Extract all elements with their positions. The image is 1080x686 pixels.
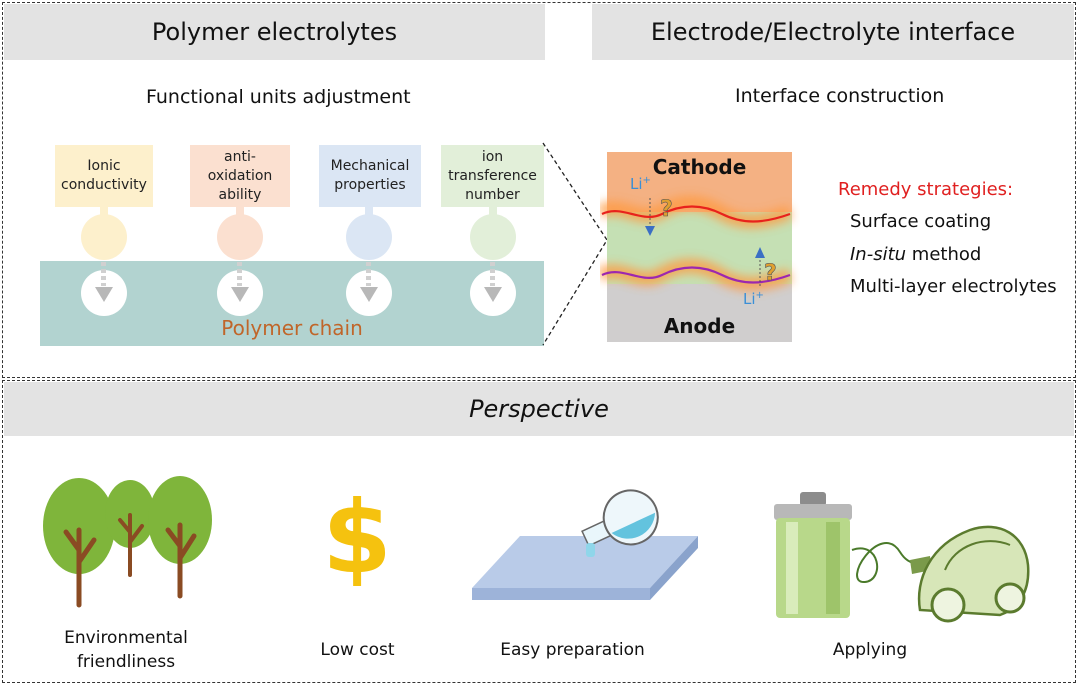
anode-layer [607,284,792,342]
unit-knob [470,214,516,260]
caption-environmental: Environmental friendliness [64,628,188,672]
perspective-header: Perspective [4,382,1074,436]
remedy-item-surface-coating: Surface coating [850,211,992,232]
li-ion-label-bottom: Li+ [743,290,764,308]
functional-units-subtitle: Functional units adjustment [146,86,411,108]
anode-interface-line [601,266,791,284]
li-text: Li [743,290,756,308]
unit-label: Mechanical properties [330,158,410,193]
remedy-strategies-title: Remedy strategies: [838,179,1014,200]
top-frame [2,2,1076,378]
svg-text:$: $ [325,486,389,586]
dashed-arrow-stem [101,262,106,286]
zoom-lines [542,142,608,346]
down-arrow-icon [484,287,502,302]
polymer-chain-label: Polymer chain [221,316,363,340]
pouring-flask-icon [472,489,698,600]
in-situ-italic: In-situ [850,244,907,265]
interface-construction-subtitle: Interface construction [735,85,945,107]
caption-applying: Applying [832,640,908,660]
unit-box-mechanical: Mechanical properties [319,145,421,207]
interface-header: Electrode/Electrolyte interface [592,4,1074,60]
trees-icon [43,476,212,608]
unit-label: ion transference number [448,148,537,203]
down-arrow-icon [360,287,378,302]
interface-title: Electrode/Electrolyte interface [650,18,1016,46]
unit-label: anti-oxidation ability [207,148,273,203]
dollar-icon: $ [325,486,389,586]
li-ion-label-top: Li+ [630,175,651,193]
unit-box-transference: ion transference number [441,145,544,207]
down-arrow-icon [231,287,249,302]
dashed-arrow-stem [366,262,371,286]
unit-knob [346,214,392,260]
unit-box-ionic-conductivity: Ionic conductivity [55,145,153,207]
remedy-item-in-situ: In-situ method [850,244,981,265]
battery-car-icon [774,492,1030,623]
caption-easy-preparation: Easy preparation [500,640,645,660]
caption-low-cost: Low cost [320,640,395,660]
li-down-arrow-icon [645,226,655,236]
unit-label: Ionic conductivity [61,158,147,193]
li-charge: + [642,175,651,186]
unit-knob [81,214,127,260]
li-text: Li [630,175,643,193]
cathode-interface-line [601,205,791,223]
polymer-electrolytes-title: Polymer electrolytes [151,18,398,46]
unit-knob [217,214,263,260]
in-situ-rest: method [911,244,982,265]
dashed-arrow-stem [237,262,242,286]
polymer-electrolytes-header: Polymer electrolytes [4,4,545,60]
down-arrow-icon [95,287,113,302]
cathode-label: Cathode [652,155,747,179]
remedy-item-multilayer: Multi-layer electrolytes [850,276,1057,297]
anode-label: Anode [663,314,736,338]
li-charge: + [755,290,764,301]
bottom-frame [2,380,1076,683]
question-mark-icon: ? [660,197,673,222]
question-mark-icon: ? [764,261,777,286]
perspective-title: Perspective [469,395,609,423]
unit-box-anti-oxidation: anti-oxidation ability [190,145,290,207]
li-up-arrow-icon [755,247,765,258]
interface-diagram: ? ? [600,152,793,342]
dashed-arrow-stem [490,262,495,286]
